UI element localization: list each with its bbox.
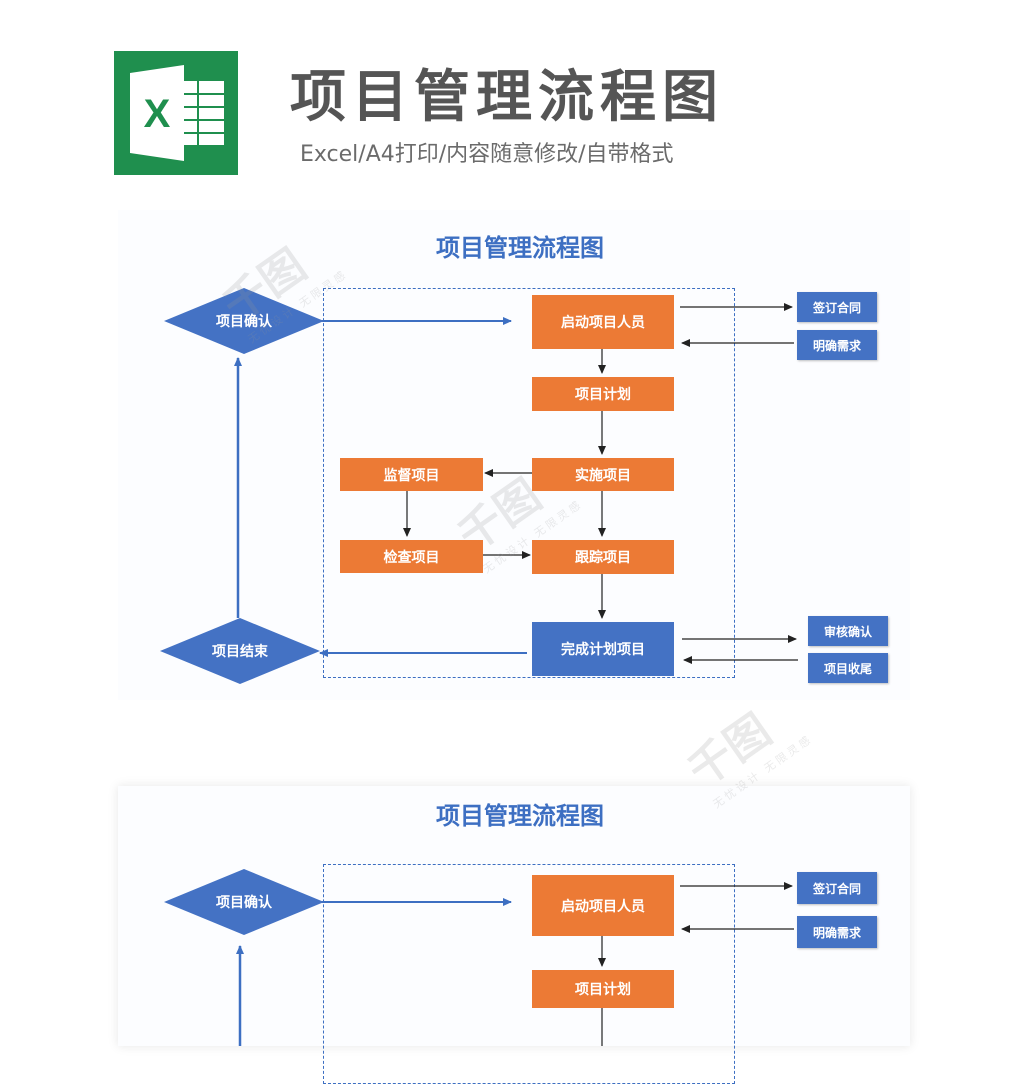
step-start-staff: 启动项目人员 — [532, 875, 674, 936]
step-plan: 项目计划 — [532, 970, 674, 1008]
step-implement: 实施项目 — [532, 458, 674, 491]
step-supervise: 监督项目 — [340, 458, 483, 491]
flowchart-title: 项目管理流程图 — [436, 234, 604, 262]
excel-logo-letter: X — [144, 92, 171, 136]
side-review-confirm: 审核确认 — [808, 616, 888, 646]
page-title: 项目管理流程图 — [290, 64, 724, 130]
step-plan: 项目计划 — [532, 377, 674, 411]
decision-project-end: 项目结束 — [160, 618, 320, 684]
page-subtitle: Excel/A4打印/内容随意修改/自带格式 — [300, 142, 674, 167]
side-clarify-needs: 明确需求 — [797, 916, 877, 948]
watermark-brand: 千图 — [679, 704, 781, 798]
side-sign-contract: 签订合同 — [797, 292, 877, 322]
side-sign-contract: 签订合同 — [797, 872, 877, 904]
side-project-closing: 项目收尾 — [808, 653, 888, 683]
decision-label: 项目确认 — [216, 895, 272, 911]
flowchart-panel-preview: 项目管理流程图 项目确认 启动项目人员 项目计划 签订合同 明确需求 — [118, 786, 910, 1084]
flowchart-panel-full: 项目管理流程图 项目确认 项目结束 启动项目人员 项目计划 实施项目 监督项 — [118, 210, 910, 700]
decision-label: 项目确认 — [216, 314, 272, 330]
decision-project-confirm: 项目确认 — [164, 869, 324, 935]
decision-label: 项目结束 — [212, 644, 268, 660]
step-complete: 完成计划项目 — [532, 622, 674, 676]
excel-logo-icon: X — [114, 51, 238, 175]
flow-connectors — [234, 303, 798, 664]
process-boundary — [323, 288, 735, 678]
step-inspect: 检查项目 — [340, 540, 483, 573]
side-clarify-needs: 明确需求 — [797, 330, 877, 360]
flowchart-title: 项目管理流程图 — [436, 802, 604, 830]
step-start-staff: 启动项目人员 — [532, 295, 674, 349]
decision-project-confirm: 项目确认 — [164, 288, 324, 354]
step-track: 跟踪项目 — [532, 540, 674, 574]
